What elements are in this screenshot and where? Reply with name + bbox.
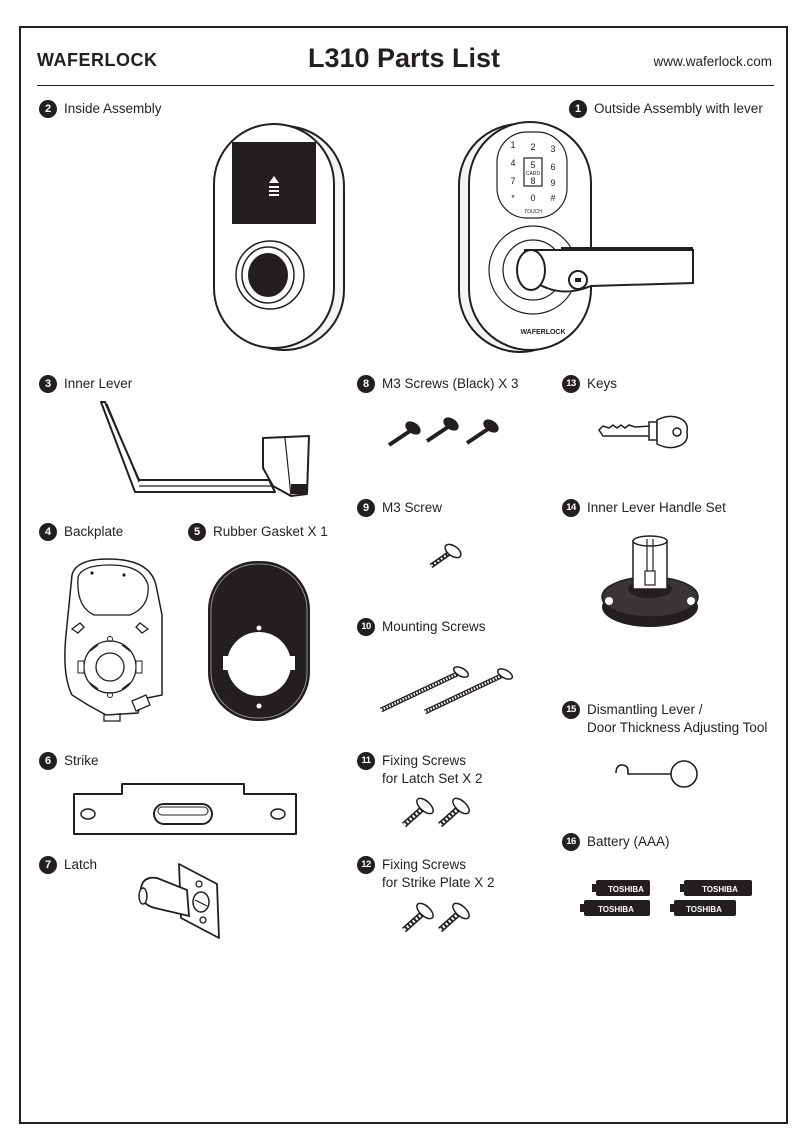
part-label-3: 3 Inner Lever bbox=[39, 375, 132, 393]
part-name: Outside Assembly with lever bbox=[594, 101, 763, 116]
brand-logo: WAFERLOCK bbox=[37, 50, 158, 70]
battery-brand-label: TOSHIBA bbox=[598, 905, 634, 914]
part-name-line2: for Latch Set X 2 bbox=[382, 771, 483, 786]
keypad-key-5: 5 bbox=[530, 160, 535, 170]
part-name: Mounting Screws bbox=[382, 619, 486, 634]
strike-illustration bbox=[73, 783, 297, 835]
part-label-14: 14 Inner Lever Handle Set bbox=[562, 499, 726, 517]
backplate-illustration bbox=[64, 558, 163, 722]
keypad-touch-label: TOUCH bbox=[524, 209, 542, 215]
part-number-badge: 1 bbox=[569, 100, 587, 118]
part-label-2: 2 Inside Assembly bbox=[39, 100, 162, 118]
part-number-badge: 5 bbox=[188, 523, 206, 541]
part-name: Battery (AAA) bbox=[587, 834, 670, 849]
part-number-badge: 6 bbox=[39, 752, 57, 770]
part-number-badge: 16 bbox=[562, 833, 580, 851]
part-label-6: 6 Strike bbox=[39, 752, 99, 770]
page-title: L310 Parts List bbox=[307, 43, 501, 73]
part-label-12: 12 Fixing Screws for Strike Plate X 2 bbox=[357, 856, 495, 892]
part-label-10: 10 Mounting Screws bbox=[357, 618, 486, 636]
keypad-key-6: 6 bbox=[550, 162, 555, 172]
inner-lever-handle-set-illustration bbox=[601, 535, 699, 627]
outside-assembly-illustration: 1 2 3 4 5 6 7 8 9 * 0 # CARD TOUCH WAFER… bbox=[458, 121, 694, 353]
battery-illustration: TOSHIBA TOSHIBA TOSHIBA TOSHIBA bbox=[580, 880, 752, 916]
inner-lever-illustration bbox=[100, 401, 310, 497]
keypad-key-2: 2 bbox=[530, 142, 535, 152]
part-number-badge: 8 bbox=[357, 375, 375, 393]
part-name: Fixing Screws bbox=[382, 753, 467, 768]
keypad-key-3: 3 bbox=[550, 144, 555, 154]
latch-fixing-screws-illustration bbox=[402, 797, 470, 828]
part-label-8: 8 M3 Screws (Black) X 3 bbox=[357, 375, 519, 393]
m3-screws-black-illustration bbox=[387, 417, 499, 447]
rubber-gasket-illustration bbox=[208, 561, 310, 721]
part-number-badge: 4 bbox=[39, 523, 57, 541]
battery-brand-label: TOSHIBA bbox=[608, 885, 644, 894]
part-number-badge: 12 bbox=[357, 856, 375, 874]
part-label-9: 9 M3 Screw bbox=[357, 499, 442, 517]
part-name: Rubber Gasket X 1 bbox=[213, 524, 328, 539]
part-label-13: 13 Keys bbox=[562, 375, 617, 393]
part-number-badge: 9 bbox=[357, 499, 375, 517]
outside-brand-label: WAFERLOCK bbox=[520, 329, 565, 336]
part-label-7: 7 Latch bbox=[39, 856, 97, 874]
key-illustration bbox=[598, 415, 689, 449]
battery-brand-label: TOSHIBA bbox=[686, 905, 722, 914]
m3-screw-illustration bbox=[429, 543, 462, 569]
part-number-badge: 2 bbox=[39, 100, 57, 118]
part-number-badge: 7 bbox=[39, 856, 57, 874]
keypad-key-star: * bbox=[511, 193, 515, 203]
part-label-1: 1 Outside Assembly with lever bbox=[569, 100, 763, 118]
mounting-screws-illustration bbox=[379, 666, 514, 715]
page-frame bbox=[19, 26, 788, 1124]
part-name: Dismantling Lever / bbox=[587, 702, 703, 717]
part-name: Strike bbox=[64, 753, 99, 768]
header-divider bbox=[37, 85, 774, 86]
battery-brand-label: TOSHIBA bbox=[702, 885, 738, 894]
part-number-badge: 13 bbox=[562, 375, 580, 393]
keypad-key-4: 4 bbox=[510, 158, 515, 168]
part-number-badge: 14 bbox=[562, 499, 580, 517]
part-name: Inside Assembly bbox=[64, 101, 162, 116]
dismantling-lever-tool-illustration bbox=[615, 760, 698, 788]
part-number-badge: 3 bbox=[39, 375, 57, 393]
latch-illustration bbox=[138, 863, 220, 939]
keypad-card-label: CARD bbox=[526, 171, 541, 177]
part-name: Latch bbox=[64, 857, 98, 872]
part-label-15: 15 Dismantling Lever / Door Thickness Ad… bbox=[562, 701, 767, 737]
website-url[interactable]: www.waferlock.com bbox=[653, 54, 772, 69]
strike-plate-fixing-screws-illustration bbox=[402, 902, 470, 933]
part-number-badge: 15 bbox=[562, 701, 580, 719]
keypad-key-hash: # bbox=[550, 193, 555, 203]
part-name: M3 Screw bbox=[382, 500, 443, 515]
part-label-11: 11 Fixing Screws for Latch Set X 2 bbox=[357, 752, 483, 788]
part-name-line2: Door Thickness Adjusting Tool bbox=[587, 720, 768, 735]
keypad-key-9: 9 bbox=[550, 178, 555, 188]
inside-assembly-illustration bbox=[213, 123, 345, 351]
part-name: Backplate bbox=[64, 524, 124, 539]
keypad-key-0: 0 bbox=[530, 193, 535, 203]
part-label-4: 4 Backplate bbox=[39, 523, 123, 541]
part-number-badge: 11 bbox=[357, 752, 375, 770]
part-label-16: 16 Battery (AAA) bbox=[562, 833, 670, 851]
part-name-line2: for Strike Plate X 2 bbox=[382, 875, 495, 890]
part-name: M3 Screws (Black) X 3 bbox=[382, 376, 519, 391]
keypad-key-7: 7 bbox=[510, 176, 515, 186]
part-name: Inner Lever bbox=[64, 376, 133, 391]
keypad-key-1: 1 bbox=[510, 140, 515, 150]
part-name: Keys bbox=[587, 376, 618, 391]
part-number-badge: 10 bbox=[357, 618, 375, 636]
part-label-5: 5 Rubber Gasket X 1 bbox=[188, 523, 328, 541]
keypad-key-8: 8 bbox=[530, 176, 535, 186]
part-name: Fixing Screws bbox=[382, 857, 467, 872]
part-name: Inner Lever Handle Set bbox=[587, 500, 726, 515]
